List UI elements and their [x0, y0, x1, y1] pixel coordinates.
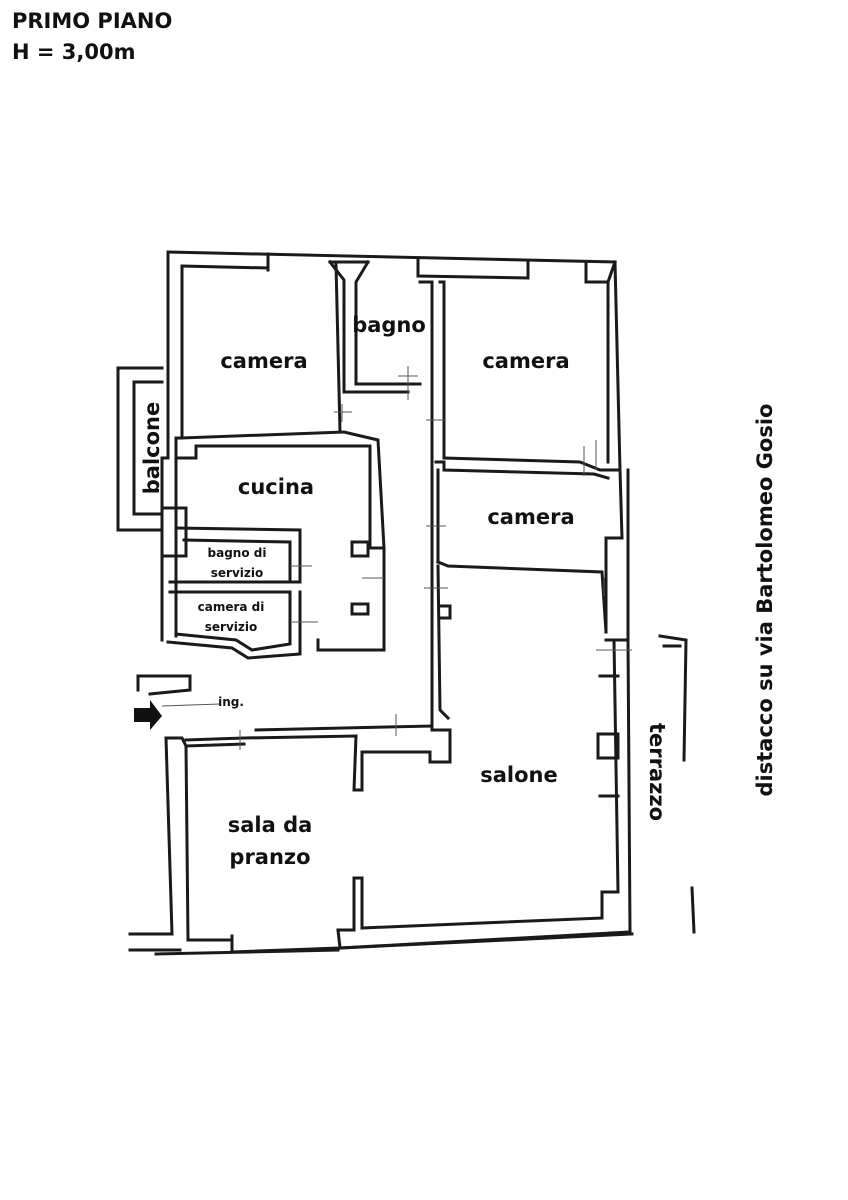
- room-label-ingresso: ing.: [218, 695, 244, 709]
- ceiling-height: H = 3,00m: [12, 40, 136, 64]
- plan-header: PRIMO PIANO H = 3,00m: [12, 6, 172, 68]
- room-label-camera-1: camera: [220, 349, 307, 373]
- label-terrazzo: terrazzo: [645, 723, 669, 821]
- label-balcone: balcone: [140, 402, 164, 494]
- room-label-sala-pranzo-line-1: sala da: [228, 813, 313, 837]
- outer-walls: [128, 250, 634, 956]
- room-label-bagno: bagno: [352, 313, 426, 337]
- interior-walls: [136, 259, 622, 798]
- room-label-camera-3: camera: [487, 505, 574, 529]
- room-label-camera-2: camera: [482, 349, 569, 373]
- room-label-bagno-servizio-line-2: servizio: [211, 566, 263, 580]
- room-label-sala-pranzo-line-2: pranzo: [229, 845, 310, 869]
- room-label-salone: salone: [480, 763, 558, 787]
- entrance-arrow-icon: [134, 700, 162, 730]
- room-label-camera-servizio-line-2: servizio: [205, 620, 257, 634]
- terrace-outline: [658, 634, 696, 934]
- street-distance-note: distacco su via Bartolomeo Gosio: [753, 403, 777, 797]
- room-label-bagno-servizio-line-1: bagno di: [208, 546, 267, 560]
- balcony-outline: [116, 366, 164, 532]
- room-label-camera-servizio-line-1: camera di: [198, 600, 265, 614]
- room-label-cucina: cucina: [238, 475, 314, 499]
- room-labels: camera bagno camera cucina camera bagno …: [140, 313, 669, 869]
- door-marks: [161, 366, 632, 750]
- floor-title: PRIMO PIANO: [12, 9, 173, 33]
